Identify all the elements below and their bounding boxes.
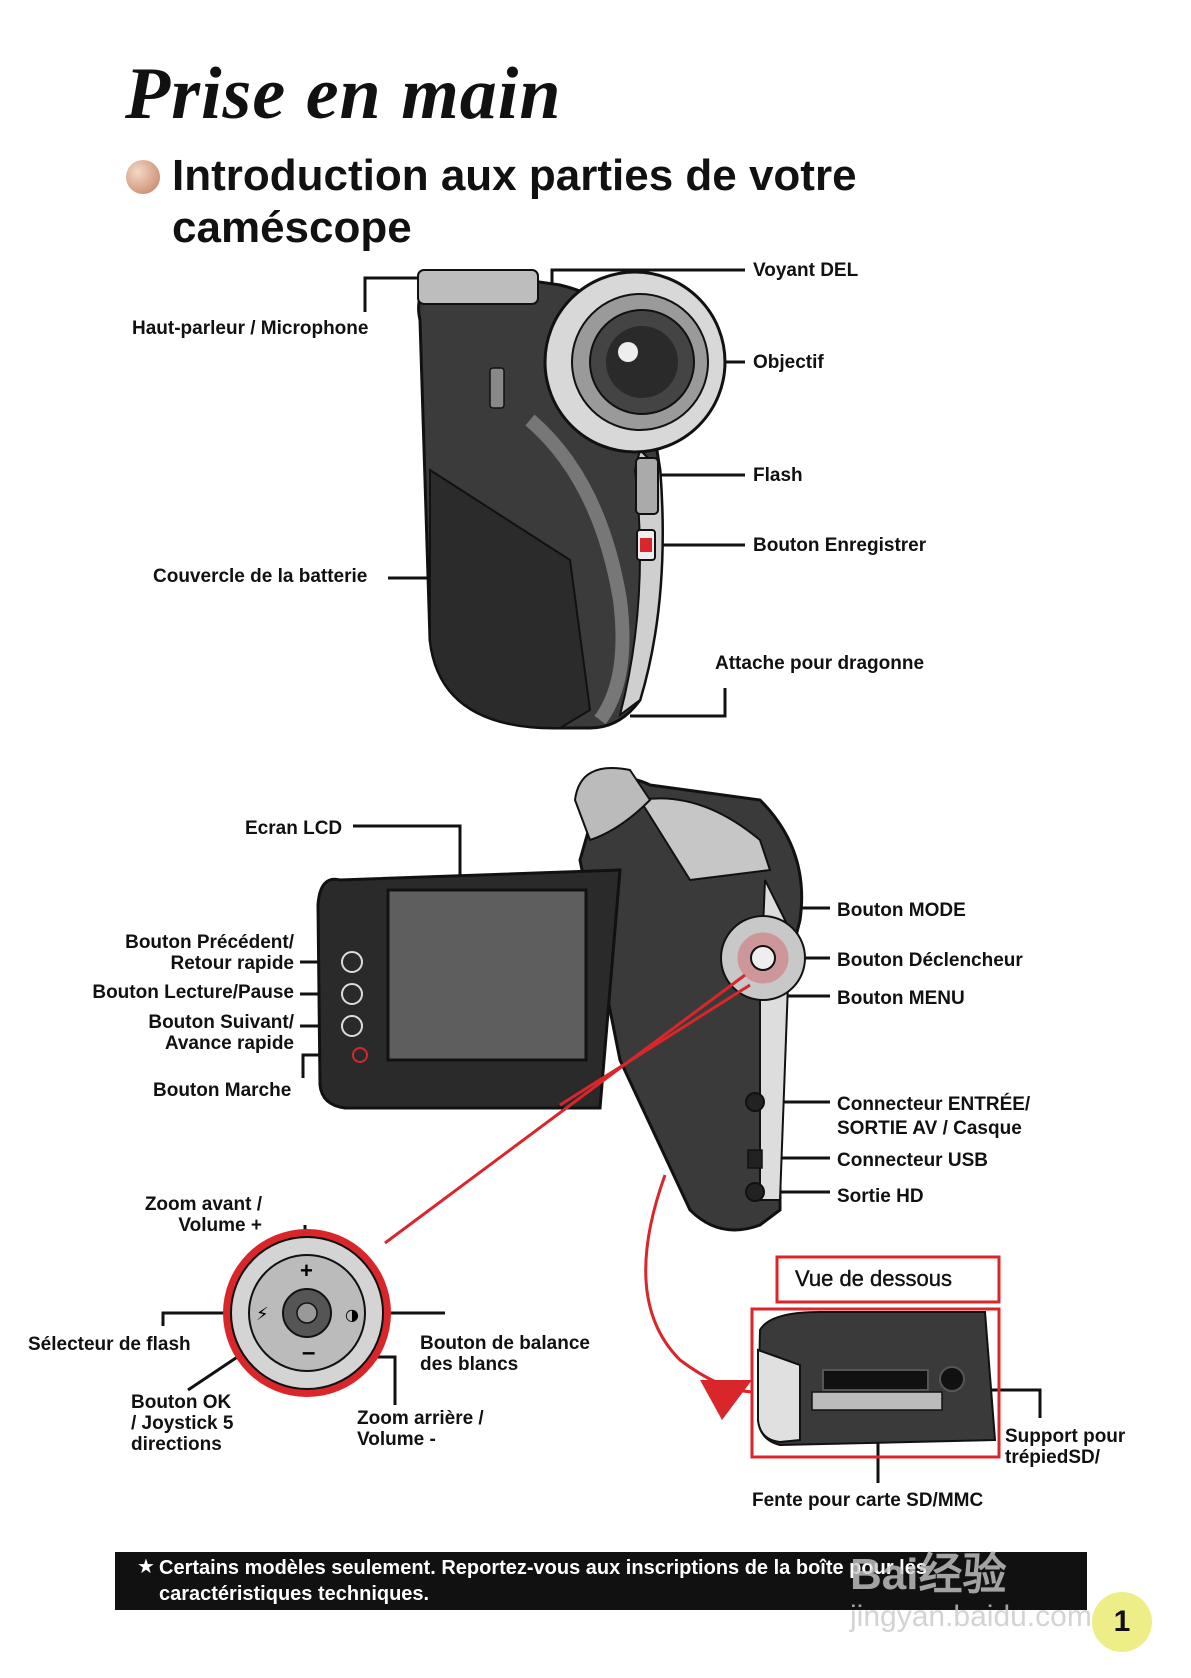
section-heading-line2: caméscope <box>172 203 412 252</box>
label-usb-connector: Connecteur USB <box>837 1150 988 1171</box>
camera-closed-illustration <box>417 269 727 730</box>
bottom-view-heading: Vue de dessous <box>795 1266 952 1291</box>
label-menu-button: Bouton MENU <box>837 988 965 1009</box>
joystick-closeup-illustration: + – ⚡ ◑ <box>223 1229 391 1397</box>
label-power-button: Bouton Marche <box>153 1080 292 1101</box>
svg-text:◑: ◑ <box>345 1305 359 1324</box>
svg-text:+: + <box>300 1258 313 1283</box>
watermark-url: jingyan.baidu.com <box>850 1600 1092 1633</box>
bottom-view-illustration <box>750 1255 1001 1459</box>
svg-text:–: – <box>302 1339 315 1366</box>
label-shutter-button: Bouton Déclencheur <box>837 950 1023 971</box>
label-hd-output: Sortie HD <box>837 1186 924 1207</box>
label-lens: Objectif <box>753 352 824 373</box>
page-number: 1 <box>1092 1592 1152 1652</box>
label-zoom-in: Zoom avant /Volume + <box>144 1194 262 1236</box>
label-led: Voyant DEL <box>753 260 859 281</box>
arrow-icon <box>700 1380 752 1420</box>
label-av-connector: Connecteur ENTRÉE/SORTIE AV / Casque <box>837 1094 1031 1139</box>
label-strap: Attache pour dragonne <box>715 653 925 674</box>
label-zoom-out: Zoom arrière /Volume - <box>357 1408 484 1450</box>
watermark-logo: Bai经验 <box>850 1550 1007 1599</box>
section-heading-line1: Introduction aux parties de votre <box>172 151 857 200</box>
label-mode-button: Bouton MODE <box>837 900 966 921</box>
label-flash-selector: Sélecteur de flash <box>28 1334 191 1355</box>
label-sd-slot: Fente pour carte SD/MMC <box>752 1490 984 1511</box>
footnote-line2: caractéristiques techniques. <box>159 1583 430 1605</box>
camera-open-illustration <box>316 767 806 1232</box>
label-prev-button: Bouton Précédent/Retour rapide <box>125 932 294 974</box>
label-record-button: Bouton Enregistrer <box>753 535 927 556</box>
label-speaker: Haut-parleur / Microphone <box>132 318 369 339</box>
footnote-line1: Certains modèles seulement. Reportez-vou… <box>159 1557 927 1579</box>
section-bullet-icon <box>126 160 160 194</box>
label-play-button: Bouton Lecture/Pause <box>92 982 294 1003</box>
page-title: Prise en main <box>125 53 562 135</box>
label-next-button: Bouton Suivant/Avance rapide <box>148 1012 294 1054</box>
star-icon: ★ <box>137 1556 155 1578</box>
label-lcd: Ecran LCD <box>245 818 343 839</box>
footnote-box: ★ Certains modèles seulement. Reportez-v… <box>115 1552 1087 1610</box>
label-battery-cover: Couvercle de la batterie <box>153 566 368 587</box>
section-heading: Introduction aux parties de votre camésc… <box>172 150 857 254</box>
svg-text:⚡: ⚡ <box>256 1304 269 1325</box>
label-flash: Flash <box>753 465 803 486</box>
